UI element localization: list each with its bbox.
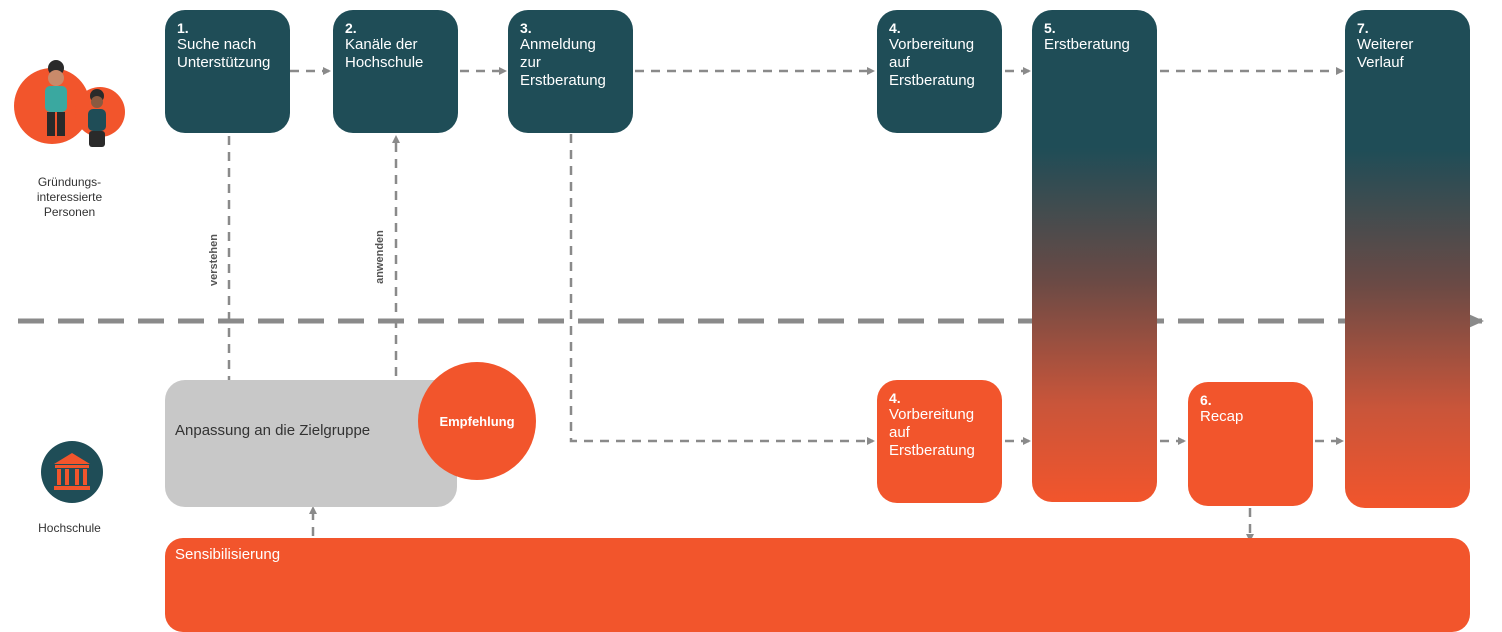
step-1-label: Suche nach Unterstützung [177,36,271,71]
step-4-top-number: 4. [889,20,901,36]
step-5-number: 5. [1044,20,1056,36]
step-7-box: 7. Weiterer Verlauf [1345,10,1470,508]
step-2-number: 2. [345,20,357,36]
step-4-bottom-label: Vorbereitung auf Erstberatung [889,406,975,459]
sensitization-bar: Sensibilisierung [165,538,1470,632]
adaptation-box: Anpassung an die Zielgruppe [165,380,457,507]
step-3-number: 3. [520,20,532,36]
step-2-box: 2. Kanäle der Hochschule [333,10,458,133]
step-4-bottom-box: 4. Vorbereitung auf Erstberatung [877,380,1002,503]
step-7-number: 7. [1357,20,1369,36]
edge-label-verstehen: verstehen [208,234,220,286]
step-5-box: 5. Erstberatung [1032,10,1157,502]
adaptation-label: Anpassung an die Zielgruppe [175,422,371,439]
recommendation-label: Empfehlung [439,413,515,429]
actor-label-founders: Gründungs- interessierte Personen [36,175,103,219]
step-4-top-label: Vorbereitung auf Erstberatung [889,36,975,89]
step-5-label: Erstberatung [1044,36,1130,53]
step-6-number: 6. [1200,392,1212,408]
step-6-label: Recap [1200,408,1244,425]
arrow-3-4b [569,134,875,445]
step-4-top-box: 4. Vorbereitung auf Erstberatung [877,10,1002,133]
step-3-box: 3. Anmeldung zur Erstberatung [508,10,633,133]
recommendation-badge: Empfehlung [418,362,536,480]
sensitization-label: Sensibilisierung [175,546,281,563]
step-4-bottom-number: 4. [889,390,901,406]
step-7-label: Weiterer Verlauf [1357,36,1414,71]
step-1-number: 1. [177,20,189,36]
step-1-box: 1. Suche nach Unterstützung [165,10,290,133]
step-6-box: 6. Recap [1188,382,1313,506]
founders-icon [14,60,125,147]
actor-label-university: Hochschule [38,521,101,535]
university-icon [41,441,103,503]
step-2-label: Kanäle der Hochschule [345,36,424,71]
edge-label-anwenden: anwenden [374,230,386,284]
step-3-label: Anmeldung zur Erstberatung [520,36,606,89]
